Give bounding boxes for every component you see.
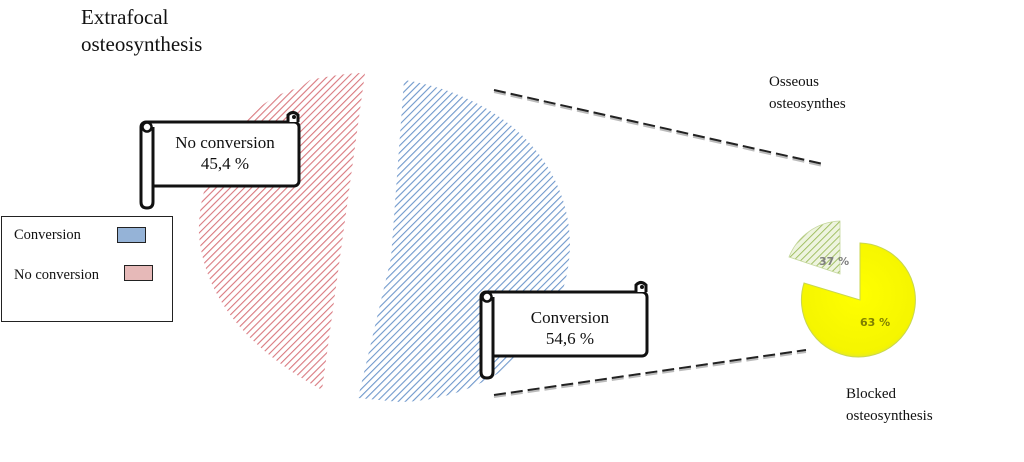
callout-scroll-conversion (479, 281, 649, 380)
callout-no-conversion-label: No conversion (175, 133, 275, 152)
small-pie-blocked-pct: 63 % (860, 316, 891, 329)
callout-scroll-no-conversion (139, 111, 301, 210)
legend-swatch-no-conversion (124, 265, 153, 281)
osseous-label-line1: Osseous (769, 74, 820, 90)
callout-conversion-value: 54,6 % (545, 329, 595, 348)
chart-title-line1: Extrafocal (81, 5, 169, 29)
blocked-label-line2: osteosynthesis (846, 408, 933, 424)
callout-no-conversion-text: No conversion 45,4 % (155, 132, 295, 174)
legend-label-no-conversion: No conversion (14, 267, 99, 283)
legend-item-no-conversion: No conversion (14, 266, 99, 284)
chart-title: Extrafocal osteosynthesis (81, 4, 202, 58)
callout-conversion-text: Conversion 54,6 % (497, 307, 643, 349)
callout-no-conversion-value: 45,4 % (200, 154, 250, 173)
legend-label-conversion: Conversion (14, 227, 81, 243)
osseous-label: Osseous osteosynthes (769, 71, 846, 115)
blocked-label-line1: Blocked (846, 386, 896, 402)
small-pie-other-pct: 37 % (819, 255, 850, 268)
legend-swatch-conversion (117, 227, 146, 243)
callout-conversion-label: Conversion (530, 308, 610, 327)
osseous-label-line2: osteosynthes (769, 96, 846, 112)
small-pie-slice-blocked (800, 242, 916, 358)
legend-item-conversion: Conversion (14, 226, 81, 244)
connector-line-top (493, 89, 824, 167)
legend: Conversion No conversion (1, 216, 173, 322)
chart-title-line2: osteosynthesis (81, 32, 203, 56)
blocked-label: Blocked osteosynthesis (846, 383, 933, 427)
small-pie-slice-other (788, 220, 841, 275)
connector-line-bottom (493, 349, 807, 398)
